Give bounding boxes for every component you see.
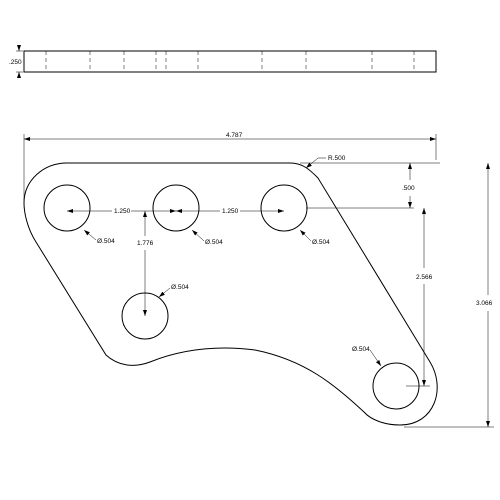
hole-callout-2: Ø.504 (191, 229, 223, 246)
hole-1 (43, 184, 91, 232)
hole-callout-3: Ø.504 (299, 229, 330, 246)
side-view: .250 (9, 45, 437, 78)
side-view-outline (23, 50, 437, 73)
hole-callout-label-2: Ø.504 (205, 239, 223, 246)
hole-spacing-label-2: 1.250 (222, 208, 239, 215)
part-outline (23, 162, 438, 426)
corner-radius-callout: R.500 (305, 155, 346, 169)
side-view-hidden-lines (45, 51, 415, 72)
thickness-dimension: .250 (9, 45, 23, 78)
overall-width-label: 4.787 (226, 132, 243, 139)
hole-callout-label-4: Ø.504 (171, 284, 189, 291)
hole-callout-label-5: Ø.504 (352, 346, 370, 353)
hole-offset-dimension: .500 (402, 163, 415, 208)
hole-callout-1: Ø.504 (83, 229, 115, 245)
overall-width-dimension: 4.787 (23, 132, 437, 200)
hole-spacing-label-1: 1.250 (114, 208, 131, 215)
hole-callout-4: Ø.504 (158, 284, 189, 298)
thickness-label: .250 (9, 59, 22, 66)
hole-spacing-dimension-2: 1.250 (176, 208, 284, 215)
overall-height-label: 3.066 (476, 300, 493, 307)
hole-offset-label: .500 (402, 185, 415, 192)
hole-spacing-dimension-1: 1.250 (67, 208, 176, 215)
hole-3 (260, 184, 308, 232)
lower-hole-drop-label: 1.776 (137, 240, 154, 247)
corner-radius-label: R.500 (328, 155, 346, 162)
hole-callout-label-3: Ø.504 (312, 239, 330, 246)
overall-height-dimension: 3.066 (476, 163, 493, 427)
hole-callout-5: Ø.504 (352, 346, 382, 367)
right-hole-height-dimension: 2.566 (406, 208, 433, 387)
hole-callout-label-1: Ø.504 (97, 238, 115, 245)
lower-hole-drop-dimension: 1.776 (137, 211, 154, 316)
top-view: 4.787 R.500 1.250 1.250 (23, 132, 494, 428)
hole-2 (152, 184, 200, 232)
right-hole-height-label: 2.566 (416, 274, 433, 281)
